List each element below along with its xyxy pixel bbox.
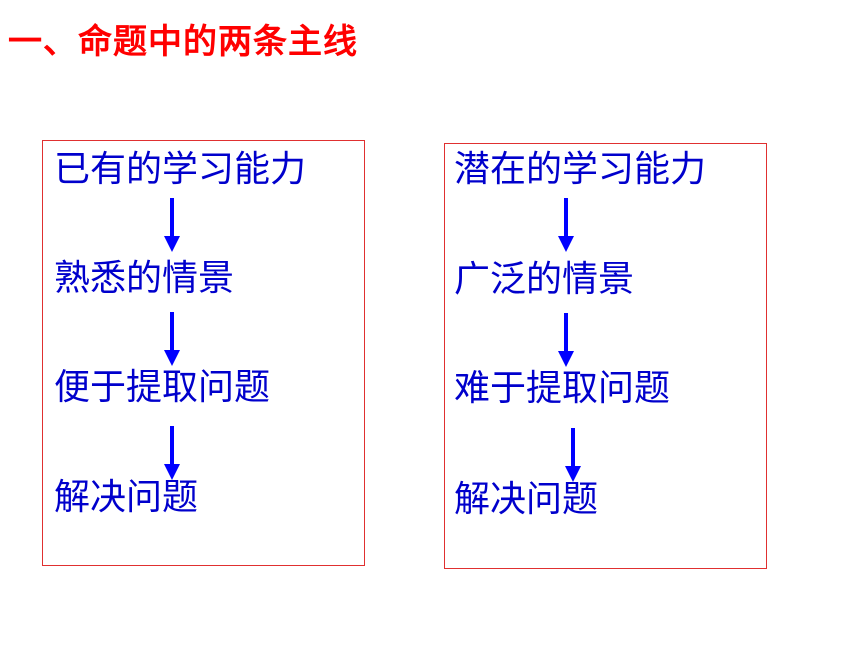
right-down-arrow-1-icon xyxy=(558,198,574,252)
left-step-2: 熟悉的情景 xyxy=(54,258,235,299)
right-step-2: 广泛的情景 xyxy=(454,259,635,300)
right-down-arrow-3-icon xyxy=(565,428,581,482)
right-step-4: 解决问题 xyxy=(454,479,599,520)
right-flow-box xyxy=(444,143,767,569)
slide-title: 一、命题中的两条主线 xyxy=(8,22,358,62)
right-step-3: 难于提取问题 xyxy=(454,368,671,409)
left-step-3: 便于提取问题 xyxy=(54,367,271,408)
left-step-4: 解决问题 xyxy=(54,477,199,518)
left-down-arrow-3-icon xyxy=(164,426,180,480)
right-down-arrow-2-icon xyxy=(558,313,574,367)
left-down-arrow-1-icon xyxy=(164,198,180,252)
left-step-1: 已有的学习能力 xyxy=(54,149,307,190)
right-step-1: 潜在的学习能力 xyxy=(454,149,707,190)
left-flow-box xyxy=(42,140,365,566)
left-down-arrow-2-icon xyxy=(164,312,180,366)
